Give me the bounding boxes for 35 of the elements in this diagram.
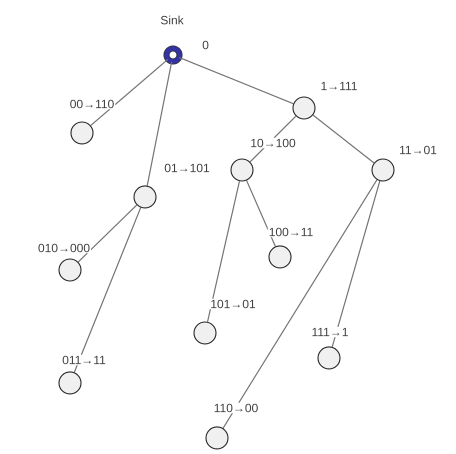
network-node (133, 185, 157, 209)
sink-node (163, 45, 183, 65)
network-node (230, 158, 254, 182)
node-label: 00→110 (68, 98, 116, 110)
node-label: 11→01 (398, 144, 438, 156)
link-line (90, 59, 168, 126)
node-label: 011→11 (61, 354, 107, 366)
network-node (193, 321, 217, 345)
link-line (312, 114, 374, 164)
network-node (58, 371, 82, 395)
node-label: 0 (201, 40, 210, 50)
link-line (74, 207, 142, 372)
node-label: 10→100 (249, 138, 297, 148)
node-label: 1→111 (320, 80, 358, 92)
node-label: 111→1 (310, 326, 350, 338)
link-line (146, 62, 172, 186)
network-node (371, 158, 395, 182)
network-node (58, 258, 82, 282)
link-line (332, 180, 380, 348)
network-node (292, 96, 316, 120)
node-label: 100→11 (268, 226, 314, 238)
network-node (205, 426, 229, 450)
node-label: 110→00 (212, 402, 260, 414)
link-line (206, 181, 240, 322)
link-line (179, 57, 294, 104)
link-line (78, 204, 138, 262)
network-node (268, 245, 292, 269)
node-label: 01→101 (163, 162, 211, 174)
node-label: Sink (159, 14, 185, 26)
link-line (222, 180, 378, 428)
network-node (70, 121, 94, 145)
link-line (246, 180, 276, 247)
node-label: 010→000 (36, 242, 92, 254)
node-label: 101→01 (209, 298, 257, 310)
network-node (317, 346, 341, 370)
